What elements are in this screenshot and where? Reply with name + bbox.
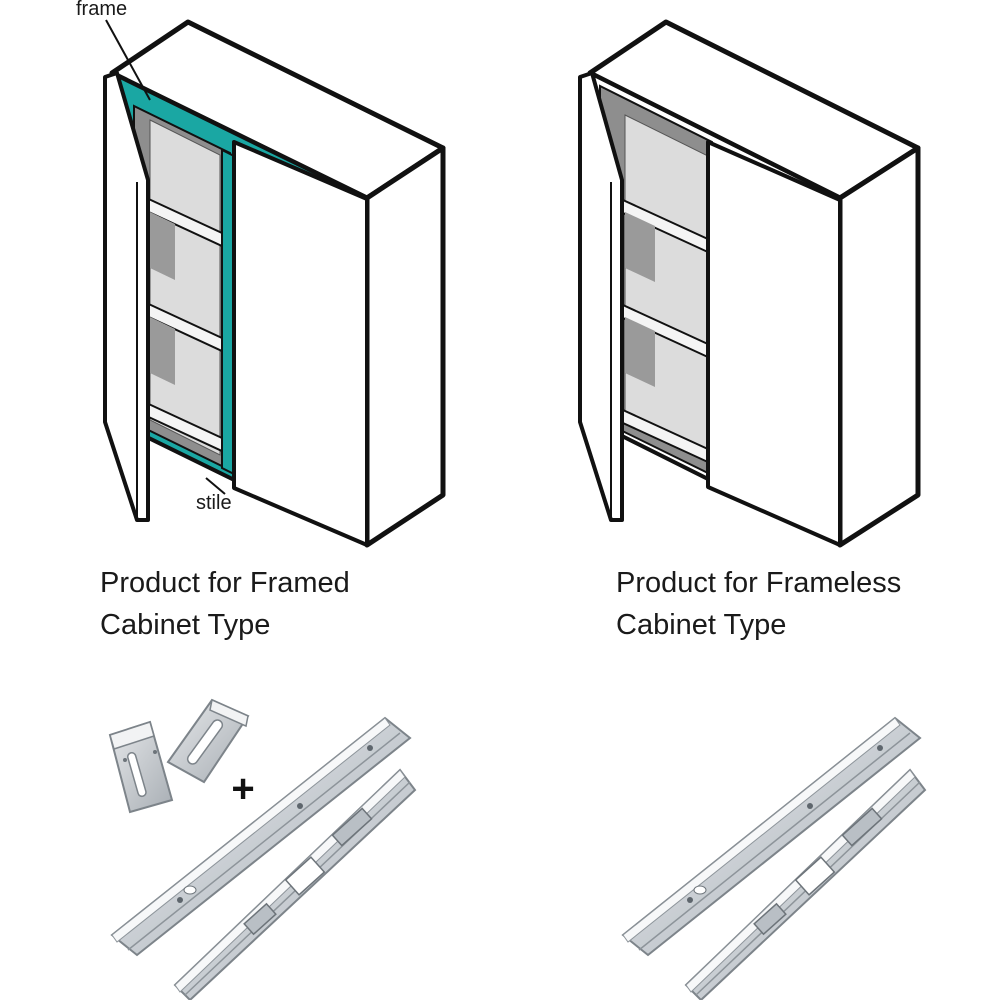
stile-leader-line (205, 477, 226, 495)
framed-caption-line-2: Cabinet Type (100, 609, 271, 641)
frameless-caption: Product for Frameless Cabinet Type (616, 562, 901, 646)
framed-cabinet-back (149, 119, 221, 456)
framed-caption-line-1: Product for Framed (100, 567, 350, 599)
framed-cabinet-illustration (103, 19, 446, 548)
plus-sign: + (231, 767, 254, 811)
framed-shelf-shadow-1 (150, 212, 175, 280)
frameless-shelf-shadow-1 (625, 212, 655, 282)
rear-mount-bracket-2 (166, 698, 250, 784)
framed-cabinet-side (364, 145, 446, 548)
frameless-cabinet-illustration (578, 19, 921, 548)
stile-callout-label: stile (196, 492, 232, 514)
drawer-slide-left-b (173, 768, 417, 1002)
frame-leader-line (105, 19, 151, 101)
drawer-slide-right-b (684, 768, 927, 1002)
rear-mount-bracket-1 (108, 720, 174, 814)
frameless-product-photo (621, 716, 927, 1002)
frameless-caption-line-1: Product for Frameless (616, 567, 902, 599)
frameless-cabinet-back (624, 114, 709, 456)
framed-product-photo: + (108, 698, 417, 1002)
frameless-cabinet-side (837, 145, 921, 548)
frameless-shelf-shadow-2 (625, 317, 655, 387)
framed-right-door (232, 140, 369, 547)
frameless-caption-line-2: Cabinet Type (616, 609, 787, 641)
drawer-slide-left-a (110, 716, 412, 957)
frameless-right-door (706, 140, 842, 547)
drawer-slide-right-a (621, 716, 922, 957)
frame-callout-label: frame (76, 0, 128, 20)
framed-shelf-shadow-2 (150, 317, 175, 385)
framed-caption: Product for Framed Cabinet Type (100, 562, 350, 646)
